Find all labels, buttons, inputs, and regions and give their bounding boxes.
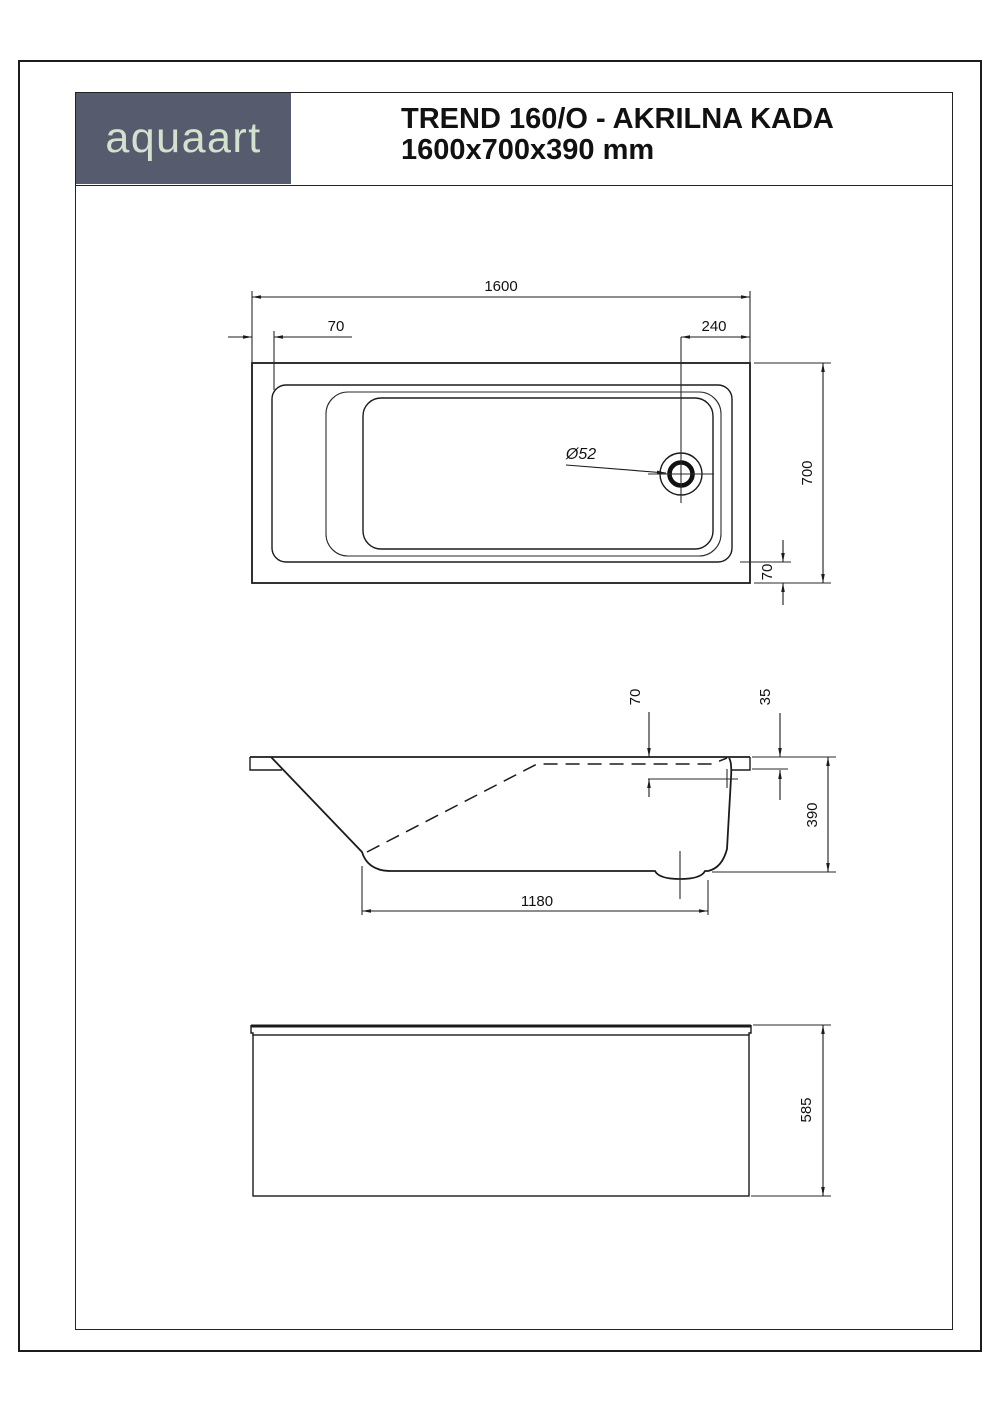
dim-rim-left: 70 xyxy=(228,318,352,390)
dim-text-1600: 1600 xyxy=(484,278,517,295)
top-view: 1600 70 240 700 xyxy=(228,278,831,605)
drawing-title-line1: TREND 160/O - AKRILNA KADA xyxy=(401,103,834,135)
panel-lip-left-notch xyxy=(250,1025,254,1035)
dim-text-585: 585 xyxy=(798,1097,815,1122)
tub-ledge-contour xyxy=(325,391,722,557)
dim-text-390: 390 xyxy=(804,802,821,827)
dim-drain-offset: 240 xyxy=(681,318,750,339)
dim-text-70-side: 70 xyxy=(627,689,644,706)
dim-tub-height: 390 xyxy=(712,756,836,873)
left-flange xyxy=(249,757,282,771)
tub-outer-rim xyxy=(251,362,751,584)
dim-overflow-depth: 70 xyxy=(627,689,651,797)
leader-line xyxy=(565,464,667,475)
tub-inner-rim xyxy=(271,384,733,563)
tub-profile xyxy=(270,756,733,880)
dim-text-70-bottom: 70 xyxy=(759,564,776,581)
dim-panel-height: 585 xyxy=(751,1024,831,1197)
brand-logo-box: aquaart xyxy=(76,93,291,184)
dim-text-240: 240 xyxy=(701,318,726,335)
brand-logo-text: aquaart xyxy=(105,114,262,162)
panel-body xyxy=(252,1034,750,1197)
dim-text-35: 35 xyxy=(757,689,774,706)
sheet-outer-border xyxy=(18,60,982,1352)
dim-bottom-length: 1180 xyxy=(361,866,709,915)
dim-text-1180: 1180 xyxy=(521,893,553,910)
drain-diameter-label: Ø52 xyxy=(565,446,667,475)
dim-overall-depth: 700 xyxy=(754,362,831,584)
dim-overall-width: 1600 xyxy=(251,278,751,363)
dim-text-drain: Ø52 xyxy=(565,446,596,463)
title-block-header: aquaart TREND 160/O - AKRILNA KADA 1600x… xyxy=(75,92,953,186)
dim-rim-bottom: 70 xyxy=(740,540,791,605)
drawing-title-line2: 1600x700x390 mm xyxy=(401,134,655,166)
dim-rim-height: 35 xyxy=(752,689,788,800)
drain xyxy=(648,337,714,503)
right-flange xyxy=(732,757,751,771)
front-view: 585 xyxy=(250,1024,831,1197)
drawing-title: TREND 160/O - AKRILNA KADA 1600x700x390 … xyxy=(401,104,834,166)
hidden-bottom-profile xyxy=(366,757,728,853)
panel-lip-right-notch xyxy=(748,1025,752,1035)
dim-text-700: 700 xyxy=(799,460,816,485)
dim-text-70: 70 xyxy=(328,318,345,335)
side-view: 70 35 390 1180 xyxy=(249,689,836,915)
